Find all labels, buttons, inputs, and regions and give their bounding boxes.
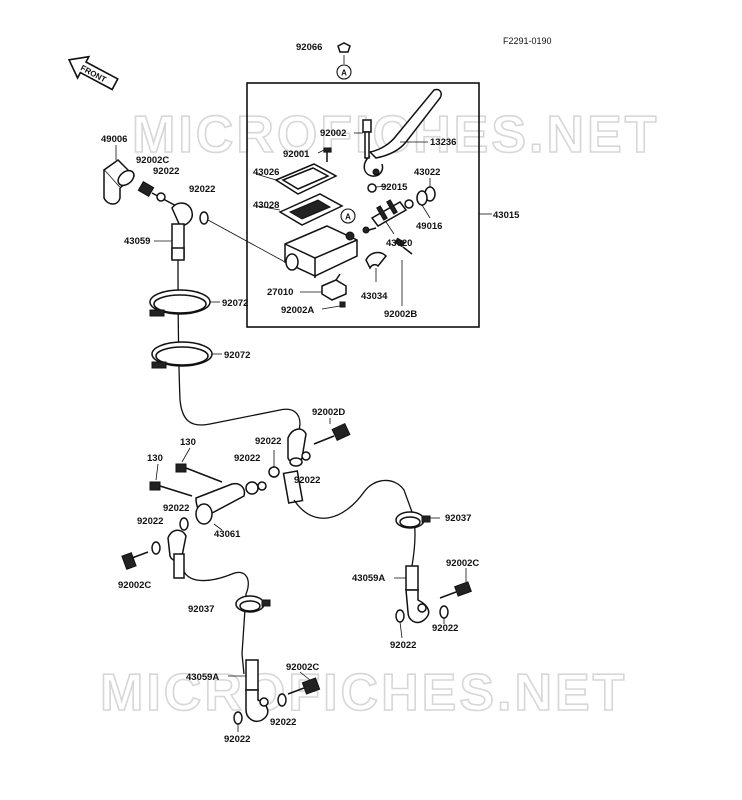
part-92022-washer-lower-b xyxy=(233,711,243,732)
part-13236-lever xyxy=(363,88,442,177)
label-92002: 92002 xyxy=(320,128,346,139)
part-92066: A xyxy=(336,42,352,80)
part-92002B-bolt xyxy=(394,237,413,306)
label-92022-top-b: 92022 xyxy=(189,184,215,195)
label-92022-mid-b: 92022 xyxy=(234,453,260,464)
label-92002C-lower: 92002C xyxy=(286,662,319,673)
part-27010-switch xyxy=(300,273,347,301)
label-43026: 43026 xyxy=(253,167,279,178)
part-92002C-bolt-lower xyxy=(287,671,321,695)
part-49006-cap xyxy=(102,145,136,205)
label-92002C-top: 92002C xyxy=(136,155,169,166)
part-92002C-banjo-bolt-top xyxy=(137,180,209,225)
label-43028: 43028 xyxy=(253,200,279,211)
watermark-bottom: MICROFICHES.NET xyxy=(100,664,627,722)
label-13236: 13236 xyxy=(430,137,456,148)
part-43059-hose-fitting xyxy=(154,202,194,261)
part-43022-boot xyxy=(416,178,436,219)
part-92022-washer-right-a xyxy=(439,605,449,624)
part-92072-clamp-1 xyxy=(149,289,220,317)
label-92022-mid-e: 92022 xyxy=(137,516,163,527)
part-92022-washer-right-b xyxy=(395,609,405,639)
label-92001: 92001 xyxy=(283,149,310,160)
part-130-bolt-1 xyxy=(175,447,223,483)
label-92015: 92015 xyxy=(381,182,408,193)
watermark-top: MICROFICHES.NET xyxy=(132,106,659,164)
label-92072-b: 92072 xyxy=(224,350,250,361)
part-labels: 92066 43015 92002 13236 92001 43026 9201… xyxy=(101,42,520,745)
label-92002D: 92002D xyxy=(312,407,345,418)
part-92002C-bolt-left xyxy=(121,551,149,570)
part-92001-screw xyxy=(317,147,332,162)
part-92072-clamp-2 xyxy=(151,341,222,369)
label-43034: 43034 xyxy=(361,291,388,302)
label-130-a: 130 xyxy=(180,437,196,448)
part-43061-joint xyxy=(179,481,267,531)
part-92022-washer-left xyxy=(151,541,161,555)
part-43026-reservoir-cap xyxy=(255,163,338,195)
label-92002B: 92002B xyxy=(384,309,417,320)
label-92022-mid-d: 92022 xyxy=(163,503,189,514)
part-left-caliper-fitting xyxy=(167,529,187,579)
svg-text:A: A xyxy=(341,69,347,78)
label-43061: 43061 xyxy=(214,529,241,540)
label-43022: 43022 xyxy=(414,167,440,178)
label-92002C-right: 92002C xyxy=(446,558,479,569)
label-92002A: 92002A xyxy=(281,305,314,316)
part-92002-pivot-bolt xyxy=(354,119,372,159)
label-43059A-right: 43059A xyxy=(352,573,385,584)
label-92022-right-a: 92022 xyxy=(432,623,458,634)
figure-reference: F2291-0190 xyxy=(503,36,552,46)
part-junction-fitting-upper xyxy=(268,428,311,504)
part-92037-clamp-right xyxy=(395,511,440,529)
part-master-cylinder-body: A xyxy=(284,208,358,278)
label-92037-lower: 92037 xyxy=(188,604,214,615)
part-43059A-fitting-right xyxy=(394,565,430,624)
label-43020: 43020 xyxy=(386,238,412,249)
part-130-bolt-2 xyxy=(149,463,193,497)
svg-text:A: A xyxy=(345,213,351,222)
label-92072-a: 92072 xyxy=(222,298,248,309)
part-43034-clamp xyxy=(365,251,388,282)
part-43059A-fitting-lower xyxy=(228,659,269,722)
label-43015: 43015 xyxy=(493,210,520,221)
label-43059: 43059 xyxy=(124,236,150,247)
label-49016: 49016 xyxy=(416,221,442,232)
part-92022-washer-lower-a xyxy=(277,693,287,707)
part-92037-clamp-lower xyxy=(235,595,271,613)
label-92022-mid-c: 92022 xyxy=(294,475,320,486)
part-92002A-screw xyxy=(321,301,346,310)
brake-hose-right xyxy=(293,479,416,567)
label-130-b: 130 xyxy=(147,453,163,464)
label-92022-top-a: 92022 xyxy=(153,166,179,177)
label-27010: 27010 xyxy=(267,287,293,298)
part-92002C-bolt-right xyxy=(439,568,472,599)
assembly-43015-box xyxy=(246,82,480,328)
label-43059A-lower: 43059A xyxy=(186,672,219,683)
label-92066: 92066 xyxy=(296,42,322,53)
part-piston-screw xyxy=(362,226,377,234)
part-92015 xyxy=(367,183,389,193)
label-92022-mid-a: 92022 xyxy=(255,436,281,447)
part-43020-piston xyxy=(370,199,414,235)
label-92002C-left: 92002C xyxy=(118,580,151,591)
label-49006: 49006 xyxy=(101,134,127,145)
part-43028-diaphragm xyxy=(257,193,344,226)
label-92022-lower-b: 92022 xyxy=(224,734,250,745)
label-92037-right: 92037 xyxy=(445,513,471,524)
brake-hose-left xyxy=(181,565,249,675)
label-92022-lower-a: 92022 xyxy=(270,717,296,728)
label-92022-right-b: 92022 xyxy=(390,640,416,651)
front-arrow-icon: FRONT xyxy=(67,55,119,91)
part-92002D-bolt xyxy=(313,418,351,445)
